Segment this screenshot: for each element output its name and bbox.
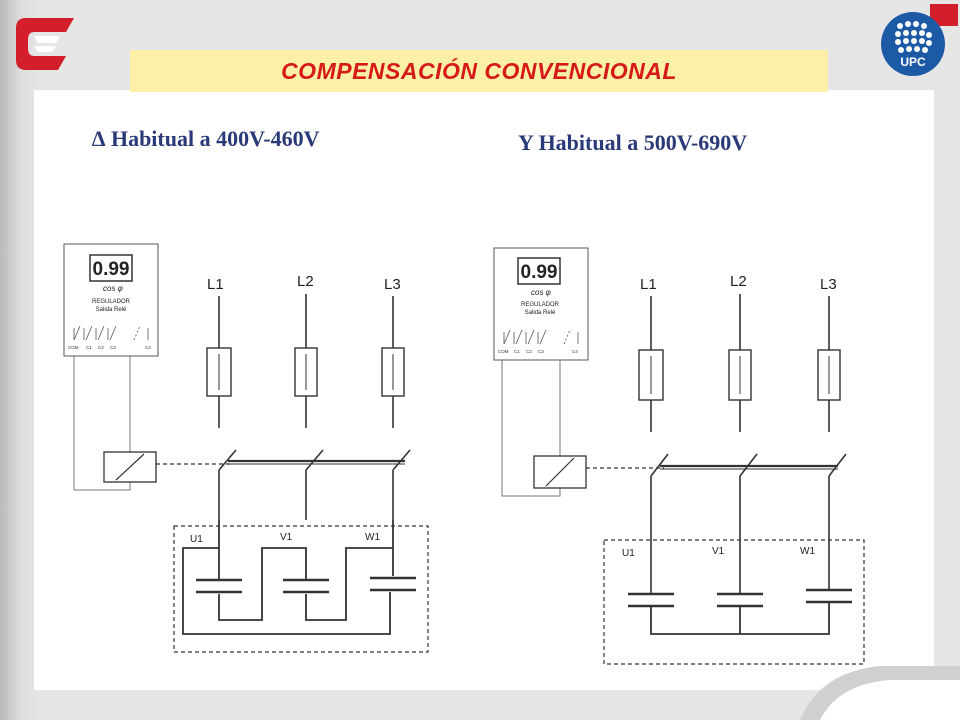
terminal-c3-right: C3 (538, 349, 544, 354)
terminal-com: COM (68, 345, 79, 350)
regulator-display: 0.99 (93, 259, 130, 280)
cos-label: cos φ (103, 284, 123, 293)
page-title: COMPENSACIÓN CONVENCIONAL (281, 57, 677, 84)
subtitle-delta: ∆ Habitual a 400V-460V (92, 126, 320, 151)
line-label-l3-left: L3 (384, 276, 401, 293)
terminal-v1-right: V1 (712, 546, 725, 557)
terminal-c4: C4 (145, 345, 151, 350)
regulator-line1-right: REGULADOR (521, 302, 560, 308)
subtitle-star: Y Habitual a 500V-690V (518, 130, 748, 155)
title-bar: COMPENSACIÓN CONVENCIONAL (130, 50, 828, 92)
line-label-l2-right: L2 (730, 273, 747, 290)
terminal-c1: C1 (86, 345, 92, 350)
terminal-com-right: COM (498, 349, 509, 354)
regulator-right: 0.99 cos φ REGULADOR Salida Relé COM C1 … (493, 247, 589, 361)
terminal-u1-right: U1 (622, 548, 635, 559)
terminal-u1-left: U1 (190, 534, 203, 545)
terminal-v1-left: V1 (280, 532, 293, 543)
terminal-w1-left: W1 (365, 532, 380, 543)
line-label-l1-left: L1 (207, 276, 224, 293)
regulator-display-right: 0.99 (521, 262, 558, 283)
content-panel (34, 90, 934, 690)
capacitor-bank-left (173, 525, 429, 653)
terminal-c1-right: C1 (514, 349, 520, 354)
regulator-line2-right: Salida Relé (525, 310, 556, 316)
line-label-l3-right: L3 (820, 276, 837, 293)
terminal-c3: C3 (110, 345, 116, 350)
terminal-c2-right: C2 (526, 349, 532, 354)
cos-label-right: cos φ (531, 288, 551, 297)
line-label-l1-right: L1 (640, 276, 657, 293)
regulator-left: 0.99 cos φ REGULADOR Salida Relé COM C1 … (63, 243, 159, 357)
terminal-c4-right: C4 (572, 349, 578, 354)
company-logo (12, 12, 82, 81)
upc-logo-text: UPC (900, 55, 926, 69)
regulator-line1: REGULADOR (92, 299, 131, 305)
capacitor-bank-right (603, 539, 865, 665)
line-label-l2-left: L2 (297, 273, 314, 290)
upc-logo: UPC (878, 4, 958, 89)
terminal-c2: C2 (98, 345, 104, 350)
regulator-line2: Salida Relé (96, 307, 127, 313)
terminal-w1-right: W1 (800, 546, 815, 557)
